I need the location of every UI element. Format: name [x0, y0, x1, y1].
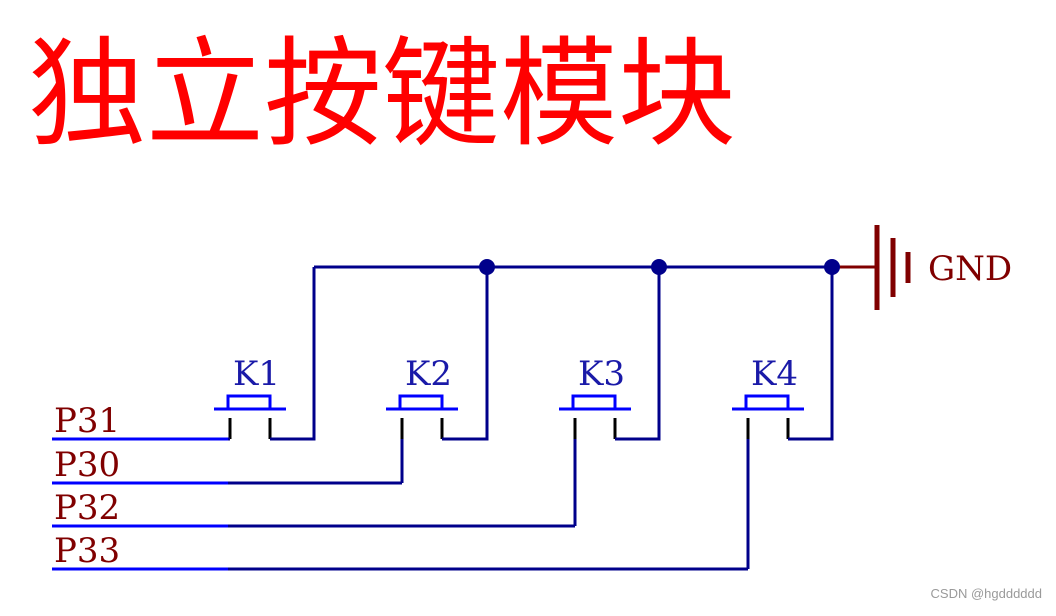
net-p30: P30: [52, 445, 402, 485]
push-button-k2: K2: [386, 267, 489, 483]
push-button-k3: K3: [559, 267, 661, 526]
gnd-wire: [788, 267, 834, 441]
button-plunger: [398, 394, 444, 411]
ground-symbol: GND: [832, 225, 1012, 310]
net-p33: P33: [52, 531, 748, 571]
button-label: K2: [405, 354, 452, 394]
net-p31: P31: [52, 401, 230, 441]
net-label: P32: [54, 488, 120, 528]
junction-dot: [651, 259, 667, 275]
button-label: K3: [578, 354, 625, 394]
gnd-wire: [442, 267, 489, 441]
gnd-wire: [615, 267, 661, 441]
button-label: K1: [233, 354, 280, 394]
junction-layer: [479, 259, 840, 275]
gnd-wire: [270, 267, 316, 441]
junction-dot: [824, 259, 840, 275]
button-plunger: [744, 394, 790, 411]
watermark: CSDN @hgdddddd: [931, 586, 1042, 601]
junction-dot: [479, 259, 495, 275]
net-label: P30: [54, 445, 120, 485]
net-label: P31: [54, 401, 120, 441]
page-title: 独立按键模块: [28, 25, 736, 163]
net-label: P33: [54, 531, 120, 571]
gnd-label: GND: [928, 249, 1012, 289]
push-button-k1: K1: [214, 267, 316, 441]
buttons-layer: K1 K2 K3 K4: [214, 267, 834, 569]
push-button-k4: K4: [732, 267, 834, 569]
button-label: K4: [751, 354, 798, 394]
button-plunger: [571, 394, 617, 411]
net-p32: P32: [52, 488, 575, 528]
button-plunger: [226, 394, 272, 411]
